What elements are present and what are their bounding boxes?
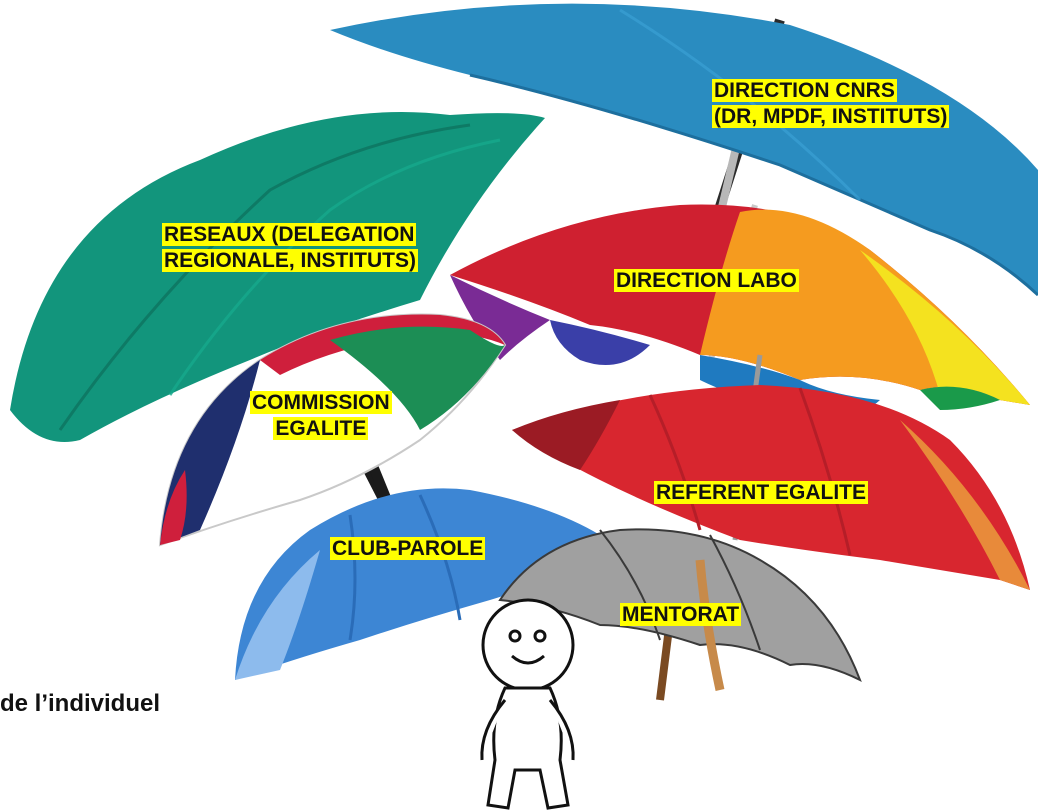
label-mentorat: MENTORAT [620, 603, 742, 626]
label-referent-egalite: REFERENT EGALITE [654, 481, 869, 504]
label-reseaux: RESEAUX (DELEGATION REGIONALE, INSTITUTS… [162, 223, 418, 272]
label-direction-labo: DIRECTION LABO [614, 269, 799, 292]
umbrella-direction-labo-icon [450, 204, 1030, 414]
person-icon [480, 598, 575, 810]
label-club-parole: CLUB-PAROLE [330, 537, 486, 560]
label-commission-egalite: COMMISSION EGALITE [250, 391, 392, 440]
caption: de l’individuel [0, 690, 161, 717]
label-direction-cnrs: DIRECTION CNRS (DR, MPDF, INSTITUTS) [712, 79, 950, 128]
